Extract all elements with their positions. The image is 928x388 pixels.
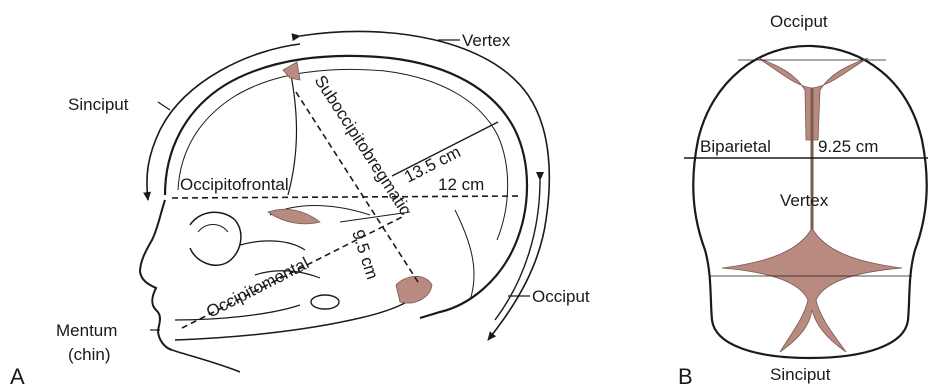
biparietal-label: Biparietal (700, 137, 771, 156)
lambdoid-suture (455, 210, 474, 300)
chin-label: (chin) (68, 345, 111, 364)
sphenoid-fontanelle (268, 209, 320, 224)
face-profile (140, 200, 172, 350)
occipitofrontal-line (172, 196, 522, 198)
sinciput-label-side: Sinciput (68, 95, 129, 114)
measure-9-5cm-label: 9.5 cm (348, 227, 382, 281)
orbit (190, 212, 241, 265)
occipitomental-label: Occipitomental (203, 254, 312, 322)
top-view-skull: Occiput Biparietal 9.25 cm Vertex Sincip… (678, 12, 928, 388)
anterior-fontanelle (283, 62, 300, 80)
vertex-label: Vertex (462, 31, 511, 50)
sinciput-pointer (158, 102, 170, 110)
ear-opening (311, 295, 339, 309)
sinciput-label-top: Sinciput (770, 365, 831, 384)
occipitofrontal-label: Occipitofrontal (180, 175, 289, 194)
anterior-fontanelle-top (722, 228, 902, 352)
occiput-label-top: Occiput (770, 12, 828, 31)
measure-12cm-label: 12 cm (438, 175, 484, 194)
vertex-label-top: Vertex (780, 191, 829, 210)
panel-a-label: A (10, 364, 25, 388)
coronal-suture (288, 70, 297, 195)
mentum-label: Mentum (56, 321, 117, 340)
panel-b-label: B (678, 364, 693, 388)
neck-line (172, 350, 240, 372)
occiput-label-side: Occiput (532, 287, 590, 306)
side-view-skull: Vertex Sinciput Occiput Occipitofrontal … (10, 31, 590, 388)
orbit-inner (198, 225, 228, 233)
posterior-fontanelle (396, 276, 432, 303)
measure-9-25cm-label: 9.25 cm (818, 137, 878, 156)
